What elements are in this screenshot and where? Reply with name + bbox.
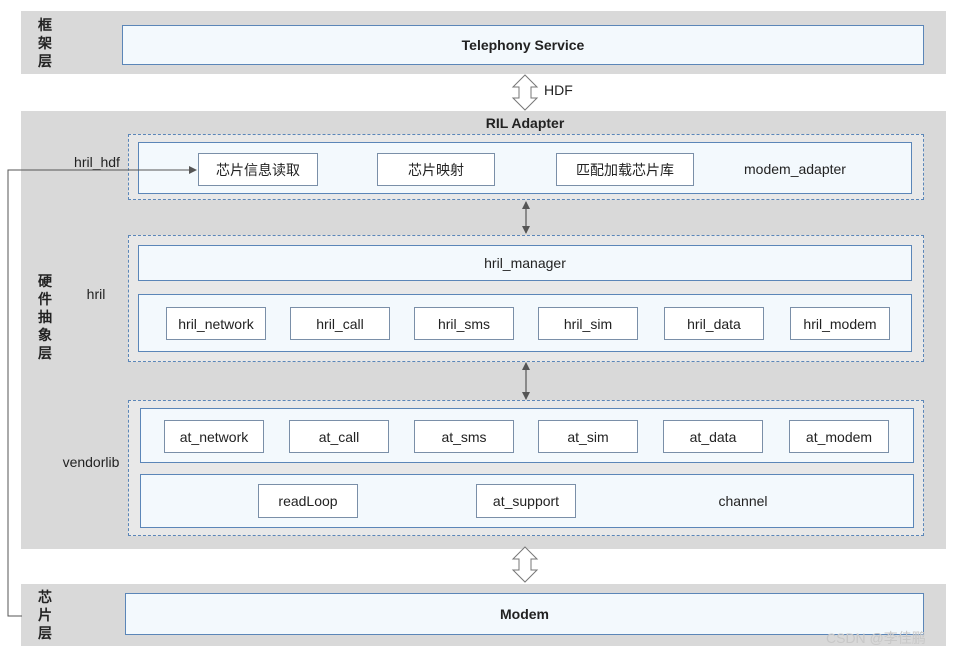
hal-layer-label: 硬件抽象层 <box>38 273 52 361</box>
at-modules-panel <box>140 408 914 463</box>
framework-layer-label: 框架层 <box>38 17 52 69</box>
at-sms-box: at_sms <box>414 420 514 453</box>
hdf-double-arrow <box>511 74 539 111</box>
hril-call-box: hril_call <box>290 307 390 340</box>
hril-label: hril <box>86 286 106 302</box>
hril-sim-box: hril_sim <box>538 307 638 340</box>
hril-modules-panel <box>138 294 912 352</box>
hril-sms-box: hril_sms <box>414 307 514 340</box>
chip-info-read-box: 芯片信息读取 <box>198 153 318 186</box>
modem-box: Modem <box>125 593 924 635</box>
hril-data-box: hril_data <box>664 307 764 340</box>
hril-hdf-label: hril_hdf <box>74 154 120 170</box>
at-sim-box: at_sim <box>538 420 638 453</box>
chip-layer-label: 芯片层 <box>38 589 52 641</box>
ril-adapter-title: RIL Adapter <box>485 115 565 131</box>
readloop-box: readLoop <box>258 484 358 518</box>
modem-adapter-label: modem_adapter <box>744 161 846 177</box>
channel-label: channel <box>718 493 768 509</box>
hril-manager-box: hril_manager <box>138 245 912 281</box>
modem-double-arrow <box>511 546 539 583</box>
modem-feedback-line <box>7 166 197 617</box>
chip-mapping-box: 芯片映射 <box>377 153 495 186</box>
at-data-box: at_data <box>663 420 763 453</box>
vendorlib-label: vendorlib <box>62 454 120 470</box>
match-load-chip-lib-box: 匹配加载芯片库 <box>556 153 694 186</box>
telephony-service-box: Telephony Service <box>122 25 924 65</box>
at-support-box: at_support <box>476 484 576 518</box>
hril-network-box: hril_network <box>166 307 266 340</box>
at-network-box: at_network <box>164 420 264 453</box>
at-call-box: at_call <box>289 420 389 453</box>
hril-modem-box: hril_modem <box>790 307 890 340</box>
hdf-label: HDF <box>544 82 573 98</box>
watermark: CSDN @李佳鹏 <box>826 630 926 646</box>
at-modem-box: at_modem <box>789 420 889 453</box>
